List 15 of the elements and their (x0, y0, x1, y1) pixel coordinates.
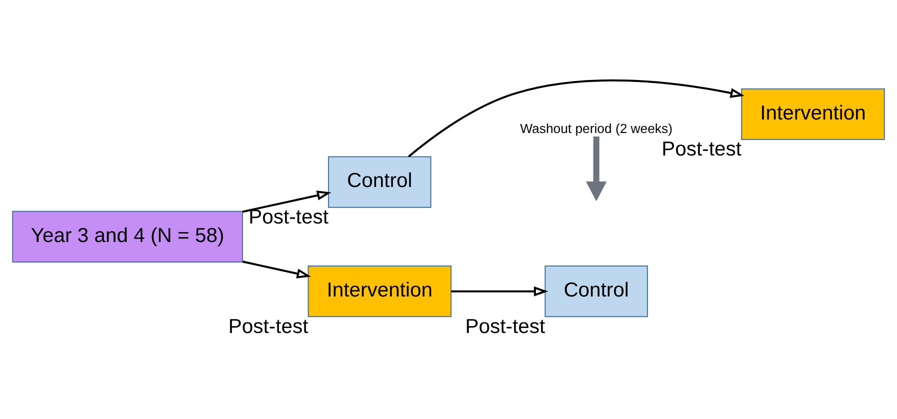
node-box: Intervention (308, 266, 452, 318)
arrow (242, 190, 332, 213)
arrow (408, 79, 745, 158)
node-label: Post-test (248, 206, 328, 229)
arrow (586, 136, 607, 202)
node-box: Control (328, 156, 432, 208)
arrow (242, 260, 312, 278)
arrow (451, 286, 548, 296)
node-box: Intervention (741, 88, 885, 140)
node-box: Year 3 and 4 (N = 58) (12, 210, 243, 262)
node-label: Post-test (465, 316, 546, 338)
node-label: Post-test (228, 316, 308, 338)
node-box: Control (544, 266, 648, 318)
node-label: Post-test (662, 138, 742, 161)
node-text: Washout period (2 weeks) (520, 120, 672, 136)
